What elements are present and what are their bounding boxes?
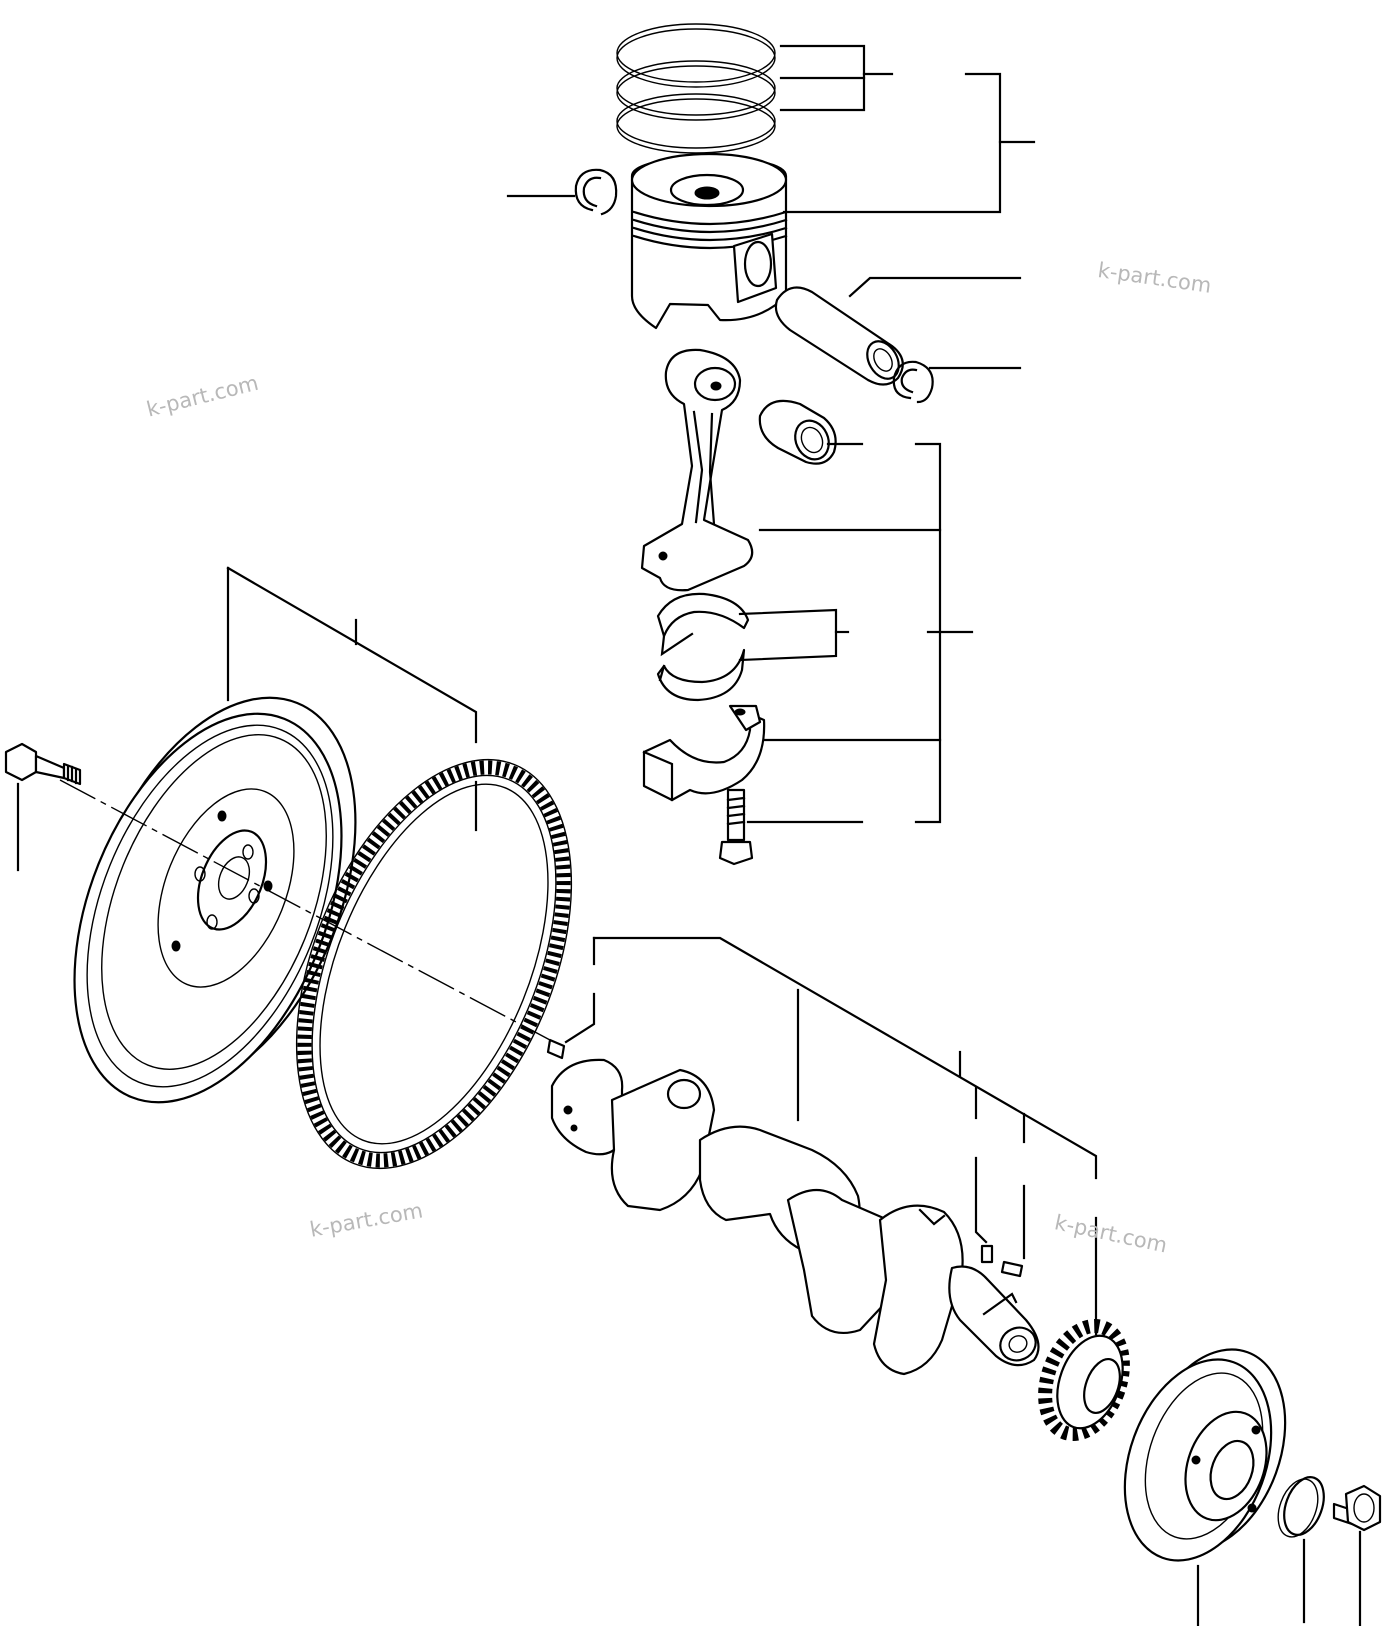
flywheel-bolt	[4, 742, 82, 786]
leader-lines-flywheel	[16, 566, 478, 872]
piston	[630, 152, 788, 330]
leader-lines-crankshaft	[564, 936, 1362, 1628]
piston-pin	[774, 286, 904, 386]
connecting-rod	[640, 348, 754, 592]
leader-lines-upper	[506, 44, 1036, 824]
crankshaft-pulley	[1123, 1348, 1287, 1562]
crankshaft-pin	[980, 1244, 994, 1264]
connecting-rod-bushing	[758, 399, 837, 465]
pulley-washer	[1277, 1476, 1325, 1538]
connecting-rod-bolt	[718, 788, 754, 866]
snap-ring-left	[574, 168, 618, 216]
bearing-shell-upper	[656, 592, 750, 657]
crankshaft-key	[1000, 1260, 1024, 1278]
flywheel	[73, 696, 357, 1104]
piston-rings	[616, 23, 776, 154]
pulley-bolt	[1332, 1484, 1382, 1532]
bearing-shell-lower	[656, 648, 746, 702]
snap-ring-right	[892, 360, 934, 404]
crankshaft-gear	[1038, 1318, 1130, 1442]
dowel-pin	[546, 1038, 566, 1060]
connecting-rod-cap	[642, 704, 766, 802]
crankshaft	[550, 1058, 1040, 1376]
flywheel-axis	[59, 779, 551, 1041]
